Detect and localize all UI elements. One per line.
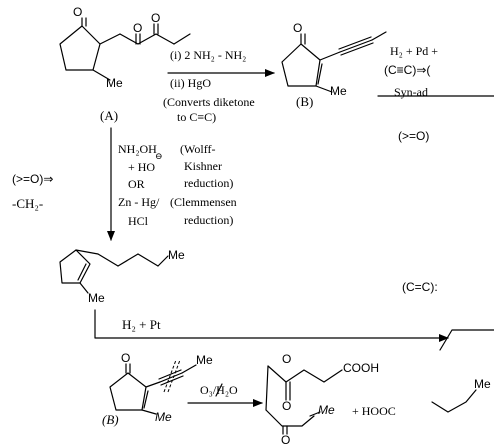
atom-me: Me: [168, 248, 185, 262]
wolff-kishner-line3: reduction): [184, 176, 234, 190]
reagent-hcl: HCl: [128, 214, 149, 228]
ozonolysis-slash: [215, 383, 223, 397]
compound-a-structure: [59, 17, 191, 81]
ch2-label: -CH₂-: [12, 196, 44, 211]
carboxyl-group: COOH: [343, 361, 379, 375]
compound-b-bottom-structure: [109, 359, 197, 415]
reagent-hydrazine: (i) 2 NH₂ - NH₂: [170, 48, 247, 62]
atom-o: O: [133, 21, 143, 35]
compound-b-structure: [281, 31, 387, 93]
atom-o: O: [282, 399, 292, 413]
wolff-kishner-line2: Kishner: [184, 159, 222, 173]
reagent-or: OR: [128, 177, 145, 191]
alkyne-note: (C≡C)⇒(: [384, 63, 431, 77]
reagent-ozone: O₃/H₂O: [200, 383, 238, 397]
atom-o: O: [281, 433, 291, 447]
atom-o: O: [282, 352, 292, 366]
clemmensen-line2: reduction): [184, 213, 234, 227]
step-note-line1: (Converts diketone: [163, 95, 255, 109]
reagent-h2-pt: H₂ + Pt: [122, 317, 161, 332]
syn-addition-label: Syn-ad: [394, 85, 428, 99]
cutoff-product-structure: [439, 329, 494, 351]
atom-me: Me: [318, 403, 335, 417]
reagent-hydroxide: + HO: [128, 160, 156, 174]
reagent-zinc-mercury: Zn - Hg/: [118, 195, 160, 209]
reagent-pd: H₂ + Pd +: [390, 44, 439, 58]
negative-charge: ⊖: [155, 151, 163, 161]
atom-o: O: [121, 351, 131, 365]
atom-me: Me: [88, 291, 105, 305]
atom-me: Me: [155, 410, 172, 424]
propanoic-acid-label: + HOOC: [352, 404, 396, 418]
atom-me: Me: [196, 353, 213, 367]
atom-me: Me: [330, 84, 347, 98]
clemmensen-line1: (Clemmensen: [170, 195, 237, 209]
alkene-note: (C=C):: [402, 280, 438, 294]
carbonyl-note-left: (>=O)⇒: [12, 172, 54, 186]
compound-b-bottom-label: (B): [102, 412, 119, 427]
atom-o: O: [73, 5, 83, 19]
compound-b-label: (B): [296, 94, 314, 109]
atom-me: Me: [106, 76, 123, 90]
atom-o: O: [151, 11, 161, 25]
propanoic-acid-structure: [431, 389, 477, 413]
pentyl-cyclopentene-structure: [59, 249, 169, 294]
ozonolysis-product-structure: [265, 365, 343, 435]
atom-me: Me: [474, 377, 491, 391]
wolff-kishner-line1: (Wolff-: [180, 142, 216, 156]
reagent-hydroxylamine: NH₂OH: [118, 142, 157, 156]
step-note-line2: to C≡C): [177, 110, 217, 124]
arrow-hydrogenation: [94, 309, 449, 342]
compound-a-label: (A): [100, 108, 119, 123]
reagent-hgo: (ii) HgO: [170, 76, 211, 90]
carbonyl-note-right: (>=O): [398, 129, 430, 143]
atom-o: O: [293, 21, 303, 35]
